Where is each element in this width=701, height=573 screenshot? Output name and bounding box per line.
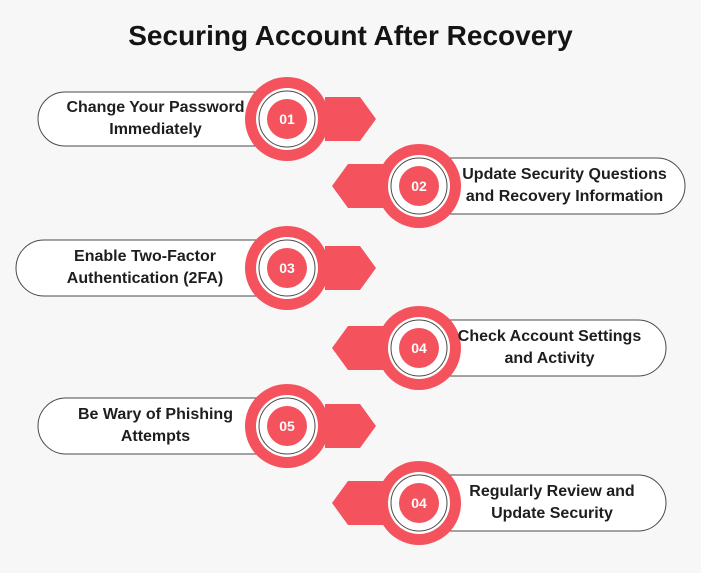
step-1: Change Your Password Immediately 01 [0,70,701,170]
step-5-text: Be Wary of Phishing Attempts [78,406,233,445]
step-3-text: Enable Two-Factor Authentication (2FA) [66,248,224,287]
step-6-text: Regularly Review and Update Security [469,483,635,522]
step-6: Regularly Review and Update Security 04 [0,453,701,553]
step-4-text: Check Account Settings and Activity [457,328,642,367]
page-title: Securing Account After Recovery [128,20,573,51]
step-6-number: 04 [411,495,427,511]
step-4: Check Account Settings and Activity 04 [0,298,701,398]
step-1-shape [37,77,376,161]
step-3-shape [15,226,376,310]
step-2-shape [332,144,686,228]
step-2: Update Security Questions and Recovery I… [0,136,701,236]
step-2-number: 02 [411,178,427,194]
step-4-shape [332,306,667,390]
step-4-number: 04 [411,340,427,356]
step-5-shape [37,384,376,468]
step-2-text: Update Security Questions and Recovery I… [462,166,667,205]
step-6-shape [332,461,667,545]
step-3-number: 03 [279,260,295,276]
step-5: Be Wary of Phishing Attempts 05 [0,377,701,477]
step-5-number: 05 [279,418,295,434]
step-1-number: 01 [279,111,295,127]
step-3: Enable Two-Factor Authentication (2FA) 0… [0,219,701,319]
step-1-text: Change Your Password Immediately [66,99,245,138]
